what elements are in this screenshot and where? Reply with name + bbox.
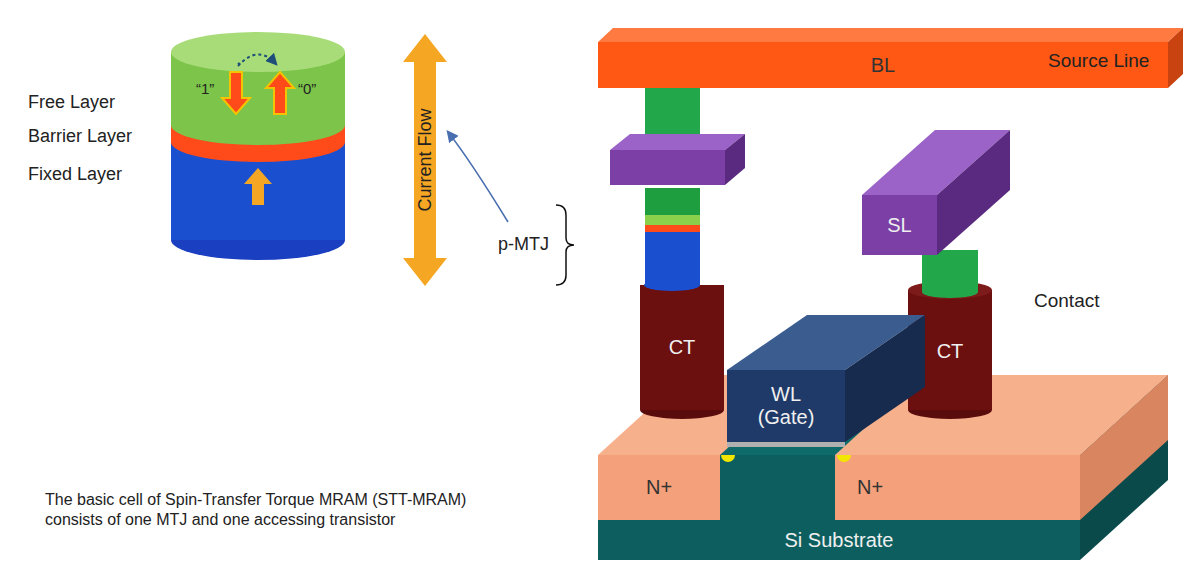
p-mtj-brace — [556, 205, 574, 285]
node-label: CT — [669, 336, 696, 359]
bit-line-bar — [598, 28, 1183, 88]
n-plus-region-part — [835, 455, 1080, 520]
n-plus-region-part — [598, 455, 720, 520]
part-label: p-MTJ — [498, 234, 549, 255]
p-mtj-stack-part — [645, 215, 700, 225]
caption: The basic cell of Spin-Transfer Torque M… — [45, 490, 485, 530]
part-label: Fixed Layer — [28, 164, 122, 185]
p-mtj-brace-part — [556, 205, 574, 285]
current-flow-arrow-part — [403, 34, 447, 286]
word-line-gate-part — [837, 455, 851, 462]
left-pillar-part — [645, 88, 700, 134]
substrate-part — [720, 455, 835, 520]
right-pillar — [922, 250, 978, 298]
word-line-gate: WL (Gate) — [727, 370, 845, 442]
right-pillar-part — [922, 250, 978, 292]
p-mtj-stack-part — [645, 188, 700, 215]
p-mtj-stack-part — [645, 232, 700, 285]
part-label: Contact — [1034, 290, 1099, 312]
via-block-part — [610, 134, 745, 150]
via-block-part — [725, 134, 745, 185]
spin-arrows-part — [266, 72, 294, 114]
via-block-part — [610, 150, 725, 185]
node-label: Si Substrate — [785, 529, 894, 552]
contact: CT — [640, 290, 724, 405]
part-label: “0” — [298, 80, 316, 97]
p-mtj-stack-part — [644, 279, 700, 291]
bit-line-bar-part — [598, 42, 1168, 88]
part-label: Barrier Layer — [28, 126, 132, 147]
word-line-gate-part — [727, 442, 845, 447]
node-label: CT — [937, 340, 964, 363]
left-contact — [640, 285, 724, 419]
node-label: BL — [871, 54, 895, 77]
source-line-bar-part — [937, 130, 1010, 255]
word-line-gate-part — [845, 315, 925, 442]
spin-arrows-part — [238, 54, 276, 66]
part-label: Source Line — [1048, 50, 1149, 72]
n-plus-region: N+ — [598, 455, 720, 520]
n-plus-region-part — [1080, 375, 1168, 520]
substrate-part — [598, 520, 1080, 560]
word-line-gate-part — [727, 370, 845, 442]
left-pillar — [645, 88, 700, 134]
arrow-label: Current Flow — [415, 108, 436, 211]
part-label: Free Layer — [28, 92, 115, 113]
source-line-bar — [862, 130, 1010, 255]
node-label: WL (Gate) — [751, 383, 821, 429]
part-label: “1” — [196, 80, 214, 97]
word-line-gate-part — [721, 455, 735, 462]
right-pillar-part — [922, 286, 978, 298]
spin-arrows — [222, 54, 294, 205]
bit-line-bar-part — [598, 28, 1183, 42]
substrate: Si Substrate — [598, 520, 1080, 560]
n-plus-region: N+ — [835, 455, 905, 520]
spin-arrows-part — [244, 168, 272, 205]
bit-line-bar-part — [1168, 28, 1183, 88]
leader-line — [448, 132, 508, 222]
via-block — [610, 134, 745, 185]
current-flow-arrow — [403, 34, 447, 286]
left-contact-part — [640, 285, 724, 410]
p-mtj-stack-part — [645, 225, 700, 232]
p-mtj-stack — [644, 188, 700, 291]
word-line-gate — [721, 315, 925, 462]
contact: CT — [908, 295, 992, 407]
spin-arrows-part — [238, 63, 240, 66]
leader-line-part — [448, 132, 508, 222]
node-label: N+ — [646, 476, 672, 499]
node-label: SL — [887, 214, 911, 237]
node-label: N+ — [857, 476, 883, 499]
mtj-cylinder — [171, 32, 345, 260]
mtj-cylinder-part — [171, 32, 345, 72]
source-line-bar-part — [862, 195, 937, 255]
source-line: SL — [862, 195, 937, 255]
spin-arrows-part — [222, 72, 250, 114]
